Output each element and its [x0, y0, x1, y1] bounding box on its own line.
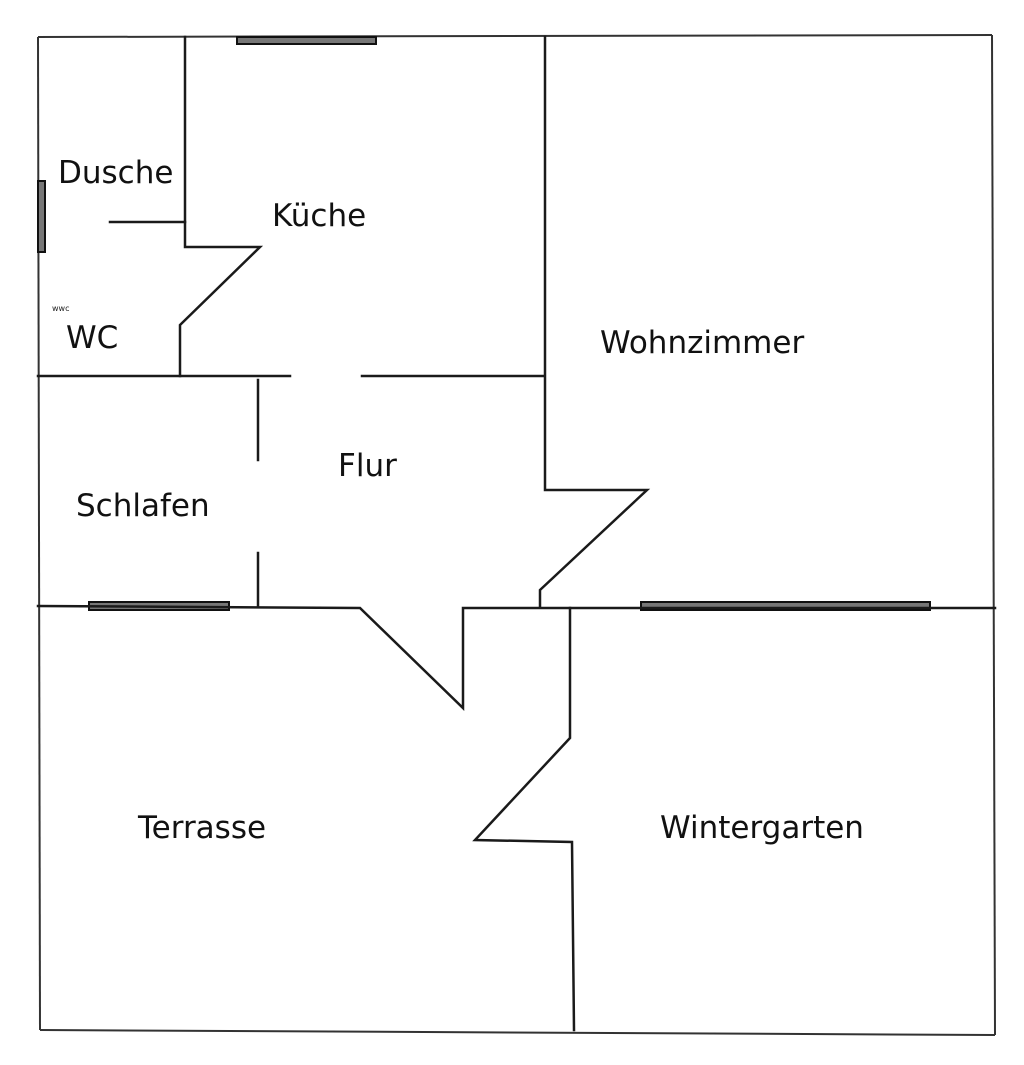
- interior-walls: [36, 35, 997, 1032]
- room-label-wc-small: wwc: [52, 304, 70, 313]
- room-label-wohnzimmer: Wohnzimmer: [600, 325, 805, 361]
- outer-walls: [37, 34, 996, 1036]
- windows: [37, 36, 931, 611]
- room-label-kueche: Küche: [272, 198, 367, 234]
- room-label-schlafen: Schlafen: [76, 488, 210, 524]
- window-kitchen: [236, 36, 377, 45]
- room-label-wintergarten: Wintergarten: [660, 810, 864, 846]
- window-shower: [37, 180, 46, 253]
- room-label-terrasse: Terrasse: [138, 810, 267, 846]
- window-living: [640, 601, 931, 611]
- room-label-wc: WC: [66, 320, 119, 356]
- room-label-dusche: Dusche: [58, 155, 174, 191]
- room-label-flur: Flur: [338, 448, 397, 484]
